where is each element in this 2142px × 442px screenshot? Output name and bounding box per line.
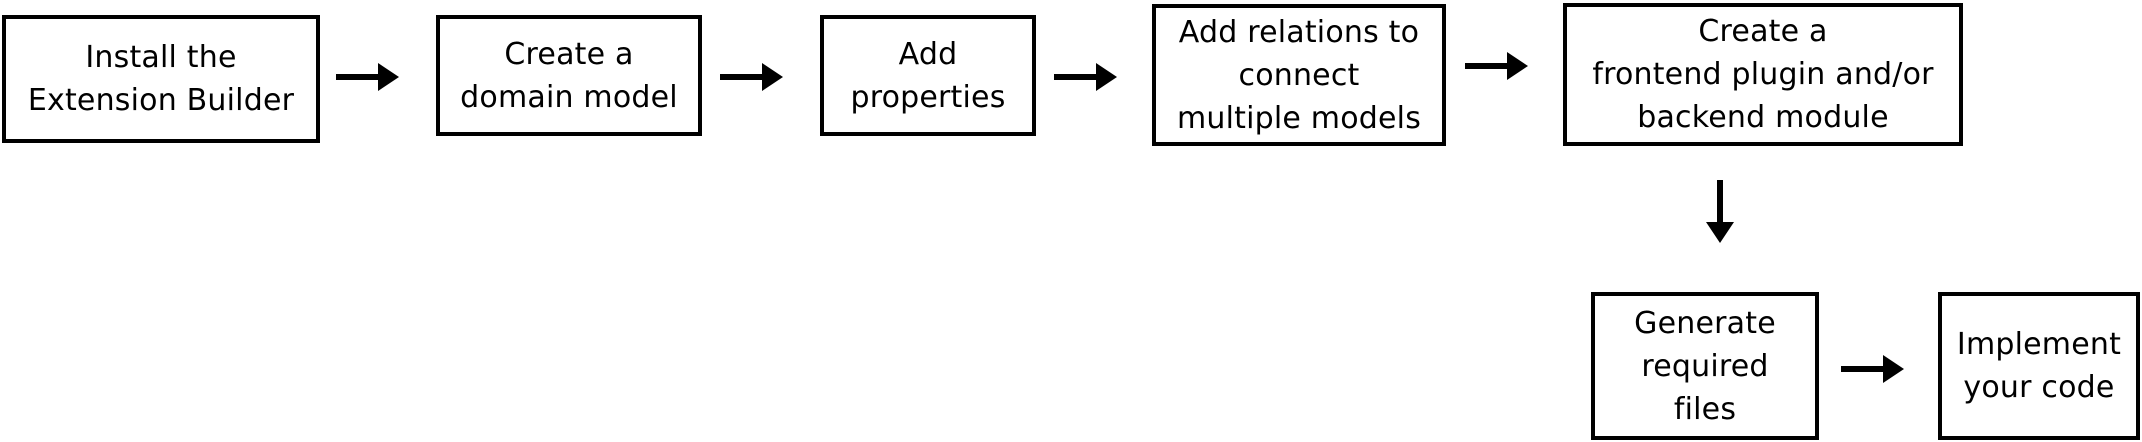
arrow-right-icon: [1841, 355, 1904, 383]
step-create-plugin-module: Create a frontend plugin and/or backend …: [1563, 3, 1963, 146]
step-add-properties: Add properties: [820, 15, 1036, 136]
arrow-right-icon: [1465, 52, 1528, 80]
step-label: Install the Extension Builder: [27, 40, 295, 118]
step-label: Add properties: [850, 36, 1006, 115]
arrow-down-icon: [1706, 180, 1734, 243]
step-create-domain-model: Create a domain model: [436, 15, 702, 136]
step-label: Create a domain model: [460, 36, 678, 115]
step-label: Add relations to connect multiple models: [1176, 14, 1422, 136]
arrow-right-icon: [1054, 63, 1117, 91]
arrow-right-icon: [336, 63, 399, 91]
step-label: Create a frontend plugin and/or backend …: [1592, 14, 1934, 135]
step-label: Generate required files: [1634, 305, 1776, 427]
step-add-relations: Add relations to connect multiple models: [1152, 4, 1446, 146]
step-implement-your-code: Implement your code: [1938, 292, 2140, 440]
step-generate-required-files: Generate required files: [1591, 292, 1819, 440]
arrow-right-icon: [720, 63, 783, 91]
step-install-extension-builder: Install the Extension Builder: [2, 15, 320, 143]
step-label: Implement your code: [1956, 327, 2122, 405]
